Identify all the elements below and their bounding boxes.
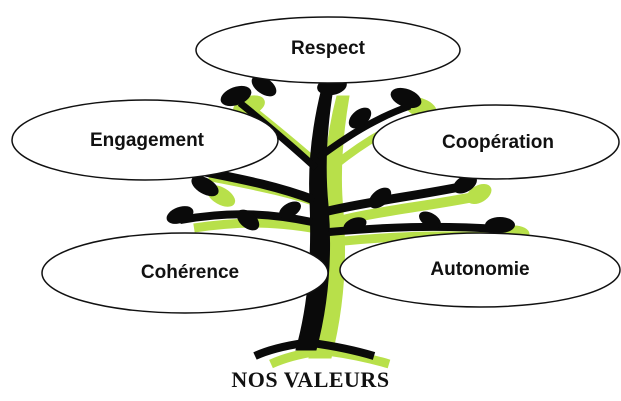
leaf bbox=[343, 217, 367, 233]
leaf bbox=[279, 201, 301, 219]
leaf bbox=[368, 187, 392, 209]
leaf bbox=[419, 211, 441, 229]
leaf bbox=[453, 174, 477, 194]
leaf bbox=[348, 107, 372, 129]
value-label-autonomie: Autonomie bbox=[430, 259, 530, 280]
value-label-engagement: Engagement bbox=[89, 130, 205, 151]
value-ellipses bbox=[11, 16, 621, 314]
leaf bbox=[485, 217, 515, 233]
ellipse-engagement bbox=[11, 99, 279, 181]
value-label-cooperation: Coopération bbox=[442, 132, 554, 153]
value-label-respect: Respect bbox=[291, 38, 365, 59]
leaf bbox=[166, 206, 194, 224]
tree-leaves bbox=[166, 75, 515, 233]
leaf bbox=[251, 75, 277, 97]
value-label-coherence: Cohérence bbox=[140, 262, 240, 283]
ellipse-autonomie bbox=[339, 232, 621, 308]
leaf bbox=[236, 209, 260, 231]
leaf bbox=[390, 87, 422, 109]
ellipse-cooperation bbox=[372, 104, 620, 180]
leaf bbox=[191, 175, 219, 197]
leaf bbox=[220, 85, 252, 107]
ellipse-coherence bbox=[41, 232, 329, 314]
ellipse-respect bbox=[195, 16, 461, 84]
tree-trunk bbox=[179, 87, 501, 360]
diagram-title: NOS VALEURS bbox=[231, 367, 390, 392]
